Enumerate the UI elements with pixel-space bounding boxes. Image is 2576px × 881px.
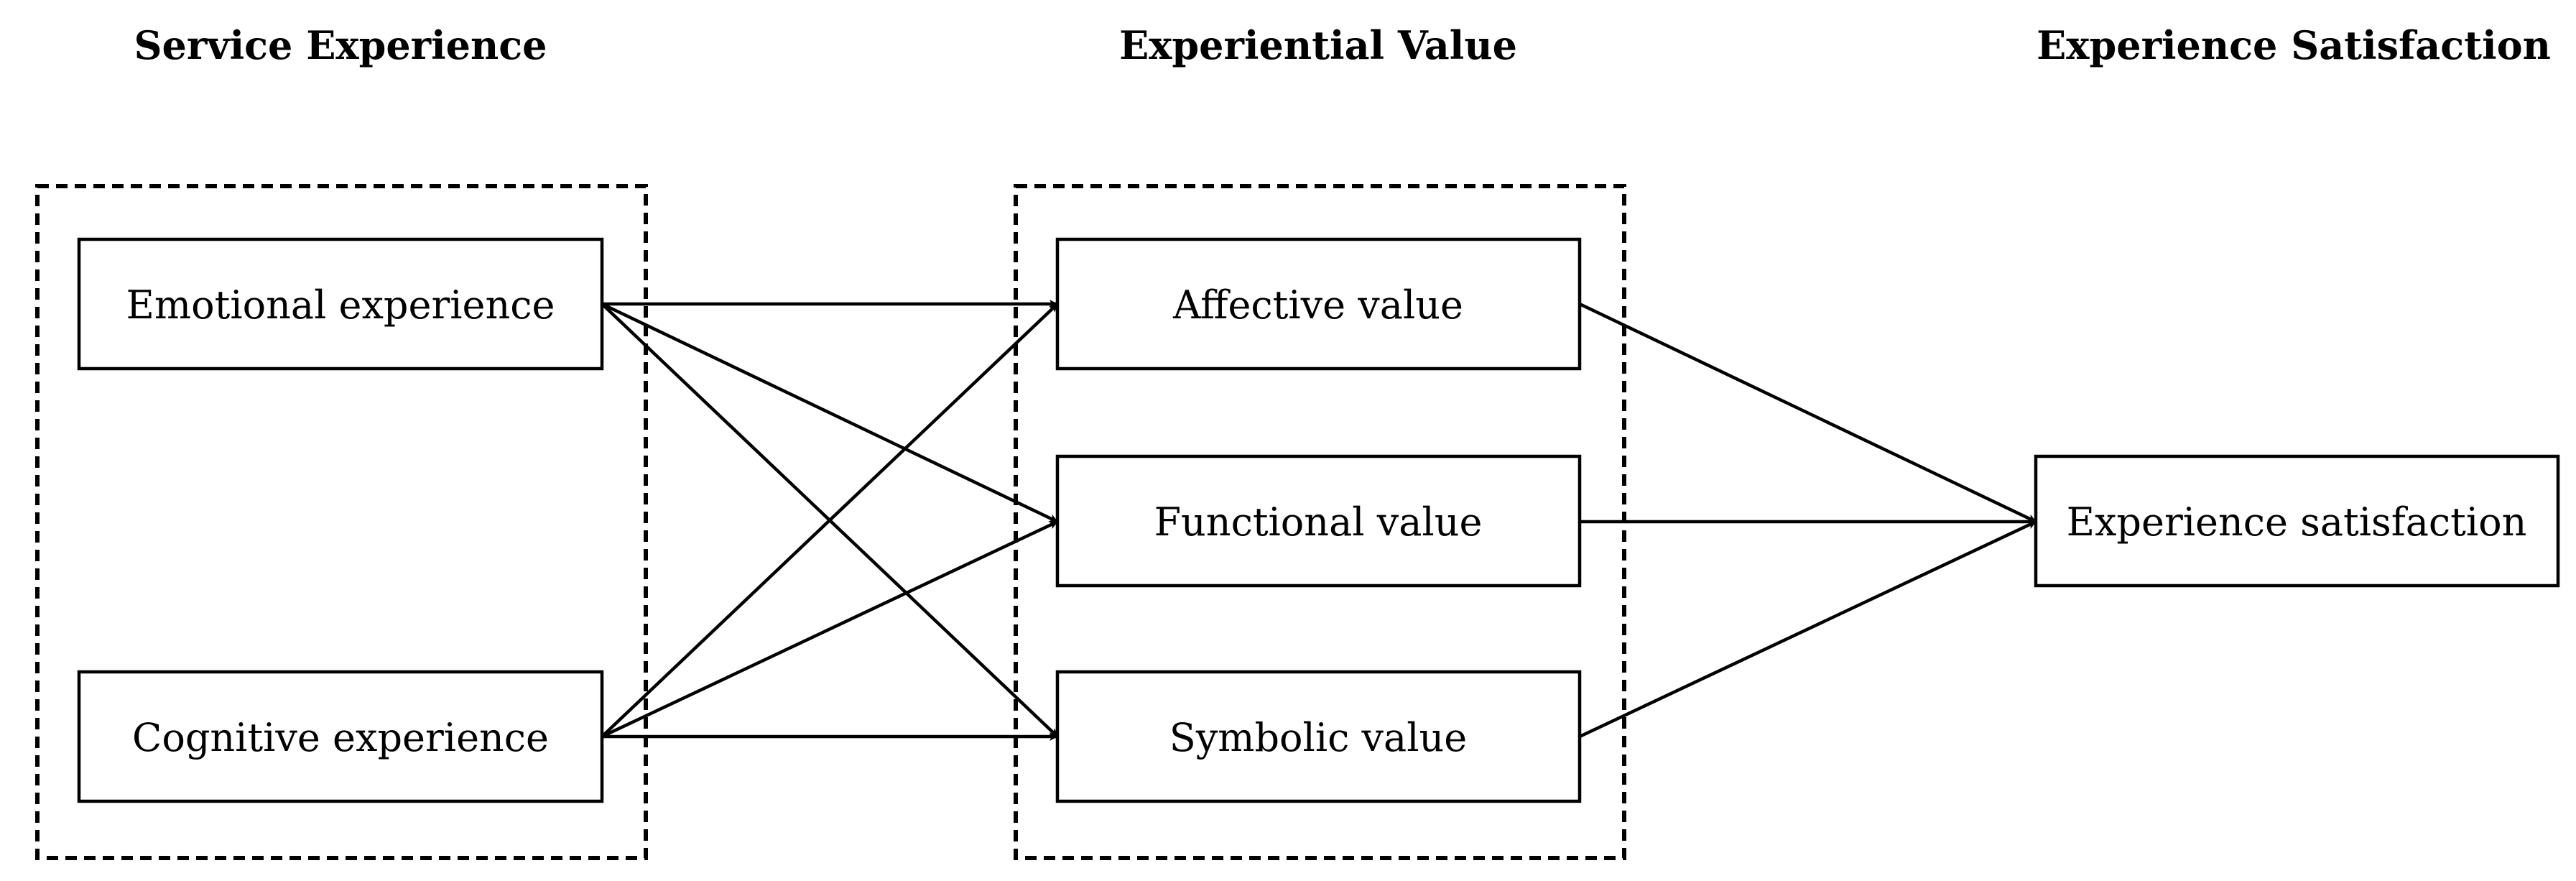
edge-cognitive-to-affective: [601, 303, 1059, 738]
edge-cognitive-to-functional: [601, 520, 1058, 739]
node-affective-value: Affective value: [1055, 237, 1582, 371]
node-functional-value: Functional value: [1055, 454, 1582, 588]
edge-emotional-to-functional: [601, 302, 1058, 524]
node-symbolic-value: Symbolic value: [1055, 670, 1582, 803]
header-experience-satisfaction: Experience Satisfaction: [2037, 22, 2551, 68]
edge-affective-to-satisfaction: [1579, 302, 2037, 524]
node-emotional-experience: Emotional experience: [77, 237, 604, 371]
node-label: Emotional experience: [126, 282, 555, 328]
node-label: Cognitive experience: [132, 715, 549, 760]
header-experiential-value: Experiential Value: [1119, 22, 1517, 68]
node-cognitive-experience: Cognitive experience: [77, 670, 604, 803]
edge-symbolic-to-satisfaction: [1579, 520, 2037, 739]
node-label: Functional value: [1154, 499, 1483, 545]
header-service-experience: Service Experience: [134, 22, 547, 68]
node-label: Experience satisfaction: [2067, 499, 2527, 545]
node-label: Symbolic value: [1169, 715, 1467, 760]
service-experience-group: [35, 184, 648, 860]
edges-layer: [601, 300, 2037, 741]
node-experience-satisfaction: Experience satisfaction: [2034, 454, 2560, 588]
node-label: Affective value: [1172, 282, 1463, 328]
